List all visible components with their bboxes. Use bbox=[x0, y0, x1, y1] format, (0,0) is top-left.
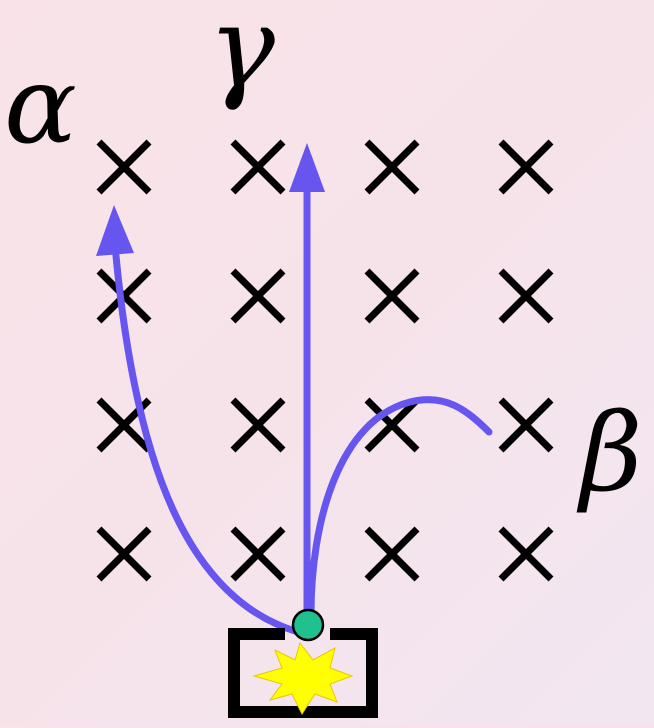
gamma-label: γ bbox=[208, 0, 275, 113]
gamma-arrowhead bbox=[289, 143, 325, 192]
field-cross-mark bbox=[498, 268, 554, 324]
field-cross-mark bbox=[230, 268, 286, 324]
field-cross-mark bbox=[96, 268, 152, 324]
field-cross-mark bbox=[364, 526, 420, 582]
radioactive-source-dot bbox=[291, 608, 325, 642]
field-cross-mark bbox=[96, 139, 152, 195]
beta-label: β bbox=[580, 391, 643, 516]
beta-trajectory bbox=[307, 396, 493, 624]
field-cross-mark bbox=[364, 139, 420, 195]
field-cross-mark bbox=[96, 526, 152, 582]
magnetic-field-grid bbox=[96, 139, 554, 582]
alpha-arrowhead bbox=[96, 205, 134, 256]
field-cross-mark bbox=[498, 139, 554, 195]
emission-flash-icon bbox=[252, 641, 354, 716]
alpha-label: α bbox=[4, 43, 77, 168]
field-cross-mark bbox=[230, 526, 286, 582]
alpha-trajectory bbox=[111, 241, 302, 636]
trajectories bbox=[96, 143, 493, 636]
field-cross-mark bbox=[498, 397, 554, 453]
field-cross-mark bbox=[230, 397, 286, 453]
field-cross-mark bbox=[364, 268, 420, 324]
field-cross-mark bbox=[230, 139, 286, 195]
field-cross-mark bbox=[364, 397, 420, 453]
field-cross-mark bbox=[498, 526, 554, 582]
